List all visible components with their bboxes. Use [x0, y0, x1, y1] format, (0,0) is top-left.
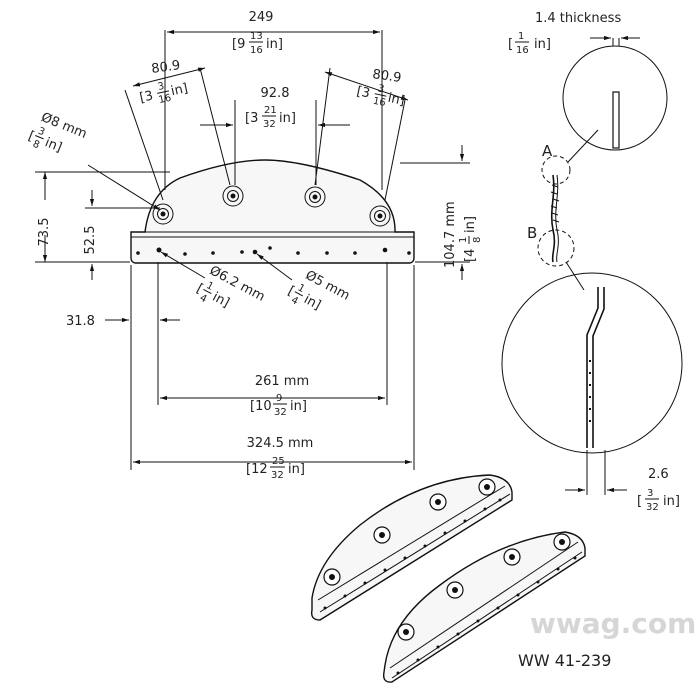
dim-26-in: [: [637, 494, 642, 509]
svg-text:in]: in]: [301, 292, 323, 313]
svg-text:16: 16: [372, 96, 387, 109]
svg-text:8: 8: [472, 237, 483, 243]
dim-26-mm: 2.6: [648, 467, 669, 482]
svg-text:[3: [3: [138, 88, 154, 105]
svg-text:3: 3: [157, 81, 166, 93]
svg-text:1: 1: [296, 282, 307, 295]
svg-text:1: 1: [458, 237, 469, 243]
svg-text:3: 3: [377, 83, 386, 95]
dim-3245-num: 25: [272, 456, 285, 467]
svg-text:Ø8 mm: Ø8 mm: [39, 110, 89, 142]
svg-text:1: 1: [204, 280, 215, 293]
svg-text:8: 8: [31, 139, 41, 152]
mount-hole-4: [369, 205, 391, 227]
svg-text:[3: [3: [355, 84, 371, 101]
svg-text:[: [: [194, 281, 206, 297]
dim-249-num: 13: [250, 31, 263, 42]
svg-text:3: 3: [36, 126, 46, 139]
dim-318: 31.8: [66, 314, 95, 329]
dim-928-den: 32: [263, 119, 276, 130]
isometric-plate-1: [310, 474, 513, 621]
dim-249-den: 16: [250, 45, 263, 56]
svg-text:4: 4: [289, 295, 300, 308]
dim-thickness-num: 1: [518, 31, 524, 42]
dim-261-unit: in]: [290, 399, 307, 414]
detail-b-view: [501, 272, 683, 454]
svg-text:in]: in]: [210, 290, 232, 311]
dim-261-den: 32: [274, 407, 287, 418]
mount-hole-3: [304, 186, 326, 208]
dim-1047: 104.7 mm: [443, 201, 458, 268]
dim-928-unit: in]: [279, 111, 296, 126]
watermark: wwag.com: [530, 607, 696, 640]
detail-b-label: B: [527, 224, 537, 242]
dim-3245-in: [12: [246, 462, 268, 477]
dim-hole-5: Ø5 mm [ 1 4 in]: [285, 268, 352, 313]
svg-text:in]: in]: [386, 91, 406, 109]
svg-text:in]: in]: [43, 135, 64, 155]
dim-thickness-in: [: [508, 37, 513, 52]
dim-hole-8: Ø8 mm [ 3 8 in]: [26, 110, 89, 156]
dim-thickness-mm: 1.4 thickness: [535, 11, 621, 26]
dim-928-in: [3: [245, 111, 258, 126]
side-profile: [550, 174, 560, 263]
small-holes: [136, 246, 411, 256]
detail-b-marker: [537, 229, 575, 267]
dim-249-in: [9: [232, 37, 245, 52]
dim-26-num: 3: [647, 488, 653, 499]
dim-3245-unit: in]: [288, 462, 305, 477]
dim-thickness-unit: in]: [534, 37, 551, 52]
dim-928-mm: 92.8: [261, 86, 290, 101]
dim-928-num: 21: [264, 105, 277, 116]
svg-text:in]: in]: [463, 216, 478, 233]
dim-26-den: 32: [646, 502, 659, 513]
isometric-plate-2: [382, 531, 586, 683]
mount-hole-2: [222, 185, 244, 207]
dim-3245-den: 32: [271, 470, 284, 481]
dim-809-left-in: [3 3 16 in]: [138, 81, 190, 106]
svg-text:16: 16: [158, 93, 173, 106]
dim-hole-62: Ø6.2 mm [ 1 4 in]: [194, 263, 267, 311]
part-number: WW 41-239: [518, 651, 611, 670]
svg-text:[: [: [26, 129, 36, 145]
dim-3245-mm: 324.5 mm: [247, 436, 314, 451]
dim-thickness-den: 16: [516, 45, 529, 56]
detail-a-marker: [541, 155, 571, 185]
dim-525: 52.5: [83, 226, 98, 255]
dim-809-right-mm: 80.9: [371, 67, 402, 86]
front-view-plate: [130, 159, 415, 264]
dim-809-left-mm: 80.9: [150, 58, 181, 77]
dim-261-in: [10: [250, 399, 272, 414]
dim-1047-in: [4 1 8 in]: [458, 216, 483, 262]
dim-249-unit: in]: [266, 37, 283, 52]
dim-735: 73.5: [37, 218, 52, 247]
dim-809-right-in: [3 3 16 in]: [355, 83, 406, 109]
dim-261-num: 9: [276, 393, 282, 404]
detail-a-view: [562, 45, 668, 151]
dim-249-mm: 249: [249, 10, 274, 25]
svg-text:[: [: [285, 284, 297, 300]
svg-text:4: 4: [198, 293, 209, 306]
dim-261-mm: 261 mm: [255, 374, 309, 389]
detail-a-label: A: [542, 142, 553, 160]
dimension-lines: [35, 29, 470, 470]
dim-26-unit: in]: [663, 494, 680, 509]
mount-hole-1: [152, 203, 174, 225]
svg-text:in]: in]: [170, 81, 190, 99]
svg-text:104.7 mm: 104.7 mm: [443, 201, 458, 268]
svg-text:[4: [4: [463, 249, 478, 262]
